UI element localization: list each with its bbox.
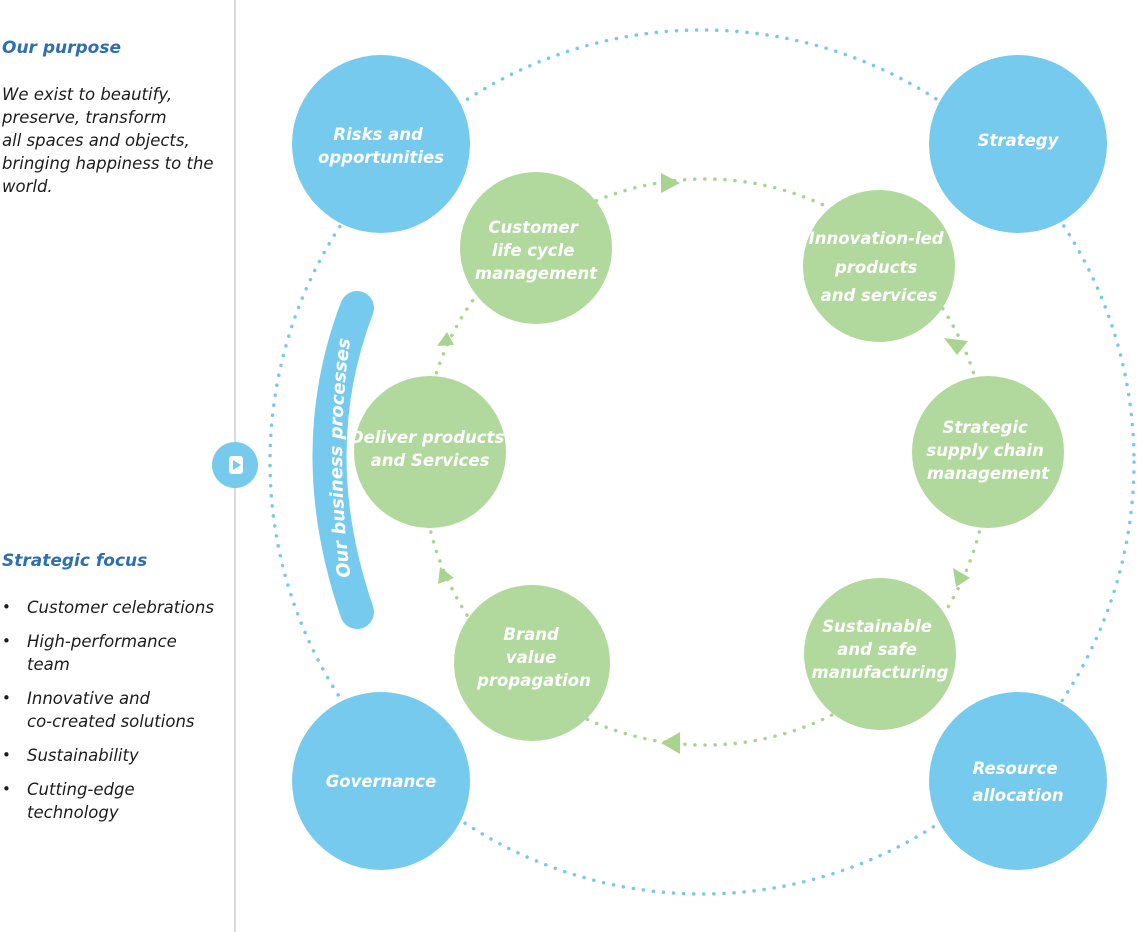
outer-node-resource-allocation: Resource allocation — [929, 692, 1107, 870]
inner-node-strategic-supply-chain-management: Strategic supply chain management — [912, 376, 1064, 528]
list-item: High-performance team — [0, 630, 232, 676]
business-processes-band — [312, 291, 374, 629]
node-label: Customer life cycle management — [475, 218, 598, 283]
node-circle — [460, 172, 612, 324]
node-label: Risks and opportunities — [318, 125, 444, 167]
list-item: Sustainability — [0, 744, 232, 767]
purpose-line: all spaces and objects, — [2, 131, 190, 150]
node-label: Governance — [326, 772, 437, 791]
node-circle — [929, 692, 1107, 870]
node-label: Innovation-led products and services — [809, 229, 950, 305]
list-item: Innovative and co-created solutions — [0, 687, 232, 733]
list-item-line: technology — [27, 803, 119, 822]
node-label: Strategy — [978, 131, 1060, 150]
list-item: Cutting-edge technology — [0, 778, 232, 824]
play-icon — [229, 456, 243, 474]
list-item-line: Customer celebrations — [27, 598, 214, 617]
inner-node-customer-life-cycle-management: Customer life cycle management — [460, 172, 612, 324]
arrow-up-icon — [438, 567, 454, 584]
inner-node-innovation-led-products-and-services: Innovation-led products and services — [803, 190, 955, 342]
business-processes-label: Our business processes — [326, 337, 355, 579]
node-circle — [803, 190, 955, 342]
node-circle — [804, 578, 956, 730]
list-item-line: High-performance — [27, 632, 177, 651]
outer-node-risks-and-opportunities: Risks and opportunities — [292, 55, 470, 233]
node-label: Deliver products and Services — [350, 428, 510, 470]
node-label: Resource allocation — [972, 759, 1063, 805]
list-item-line: team — [27, 655, 70, 674]
node-circle — [292, 55, 470, 233]
inner-node-sustainable-and-safe-manufacturing: Sustainable and safe manufacturing — [804, 578, 956, 730]
node-circle — [354, 376, 506, 528]
strategic-focus-list: Customer celebrations High-performance t… — [0, 596, 232, 835]
node-circle — [912, 376, 1064, 528]
node-circle — [292, 692, 470, 870]
purpose-text: We exist to beautify, preserve, transfor… — [2, 83, 230, 198]
arrow-down-icon — [953, 568, 970, 587]
inner-node-brand-value-propagation: Brand value propagation — [454, 585, 610, 741]
list-item-line: Innovative and — [27, 689, 151, 708]
strategic-focus-heading: Strategic focus — [2, 551, 148, 571]
arrow-right-icon — [661, 173, 680, 193]
node-label: Strategic supply chain management — [926, 418, 1050, 483]
purpose-line: preserve, transform — [2, 108, 167, 127]
outer-cycle-ring — [268, 28, 1136, 896]
inner-node-deliver-products-and-services: Deliver products and Services — [350, 376, 510, 528]
purpose-line: world. — [2, 177, 53, 196]
node-label: Sustainable and safe manufacturing — [812, 617, 949, 682]
node-label: Brand value propagation — [476, 625, 591, 690]
inner-cycle-arrows — [437, 173, 970, 754]
list-item-line: Sustainability — [27, 746, 139, 765]
node-circle — [929, 55, 1107, 233]
arrow-up-icon — [437, 332, 454, 346]
node-circle — [454, 585, 610, 741]
purpose-heading: Our purpose — [2, 38, 122, 58]
purpose-line: bringing happiness to the — [2, 154, 214, 173]
sidebar: Our purpose We exist to beautify, preser… — [0, 0, 236, 932]
arrow-left-icon — [661, 732, 680, 754]
list-item-line: Cutting-edge — [27, 780, 135, 799]
outer-node-strategy: Strategy — [929, 55, 1107, 233]
list-item: Customer celebrations — [0, 596, 232, 619]
purpose-line: We exist to beautify, — [2, 85, 173, 104]
arrow-down-icon — [944, 338, 968, 355]
outer-node-governance: Governance — [292, 692, 470, 870]
list-item-line: co-created solutions — [27, 712, 195, 731]
